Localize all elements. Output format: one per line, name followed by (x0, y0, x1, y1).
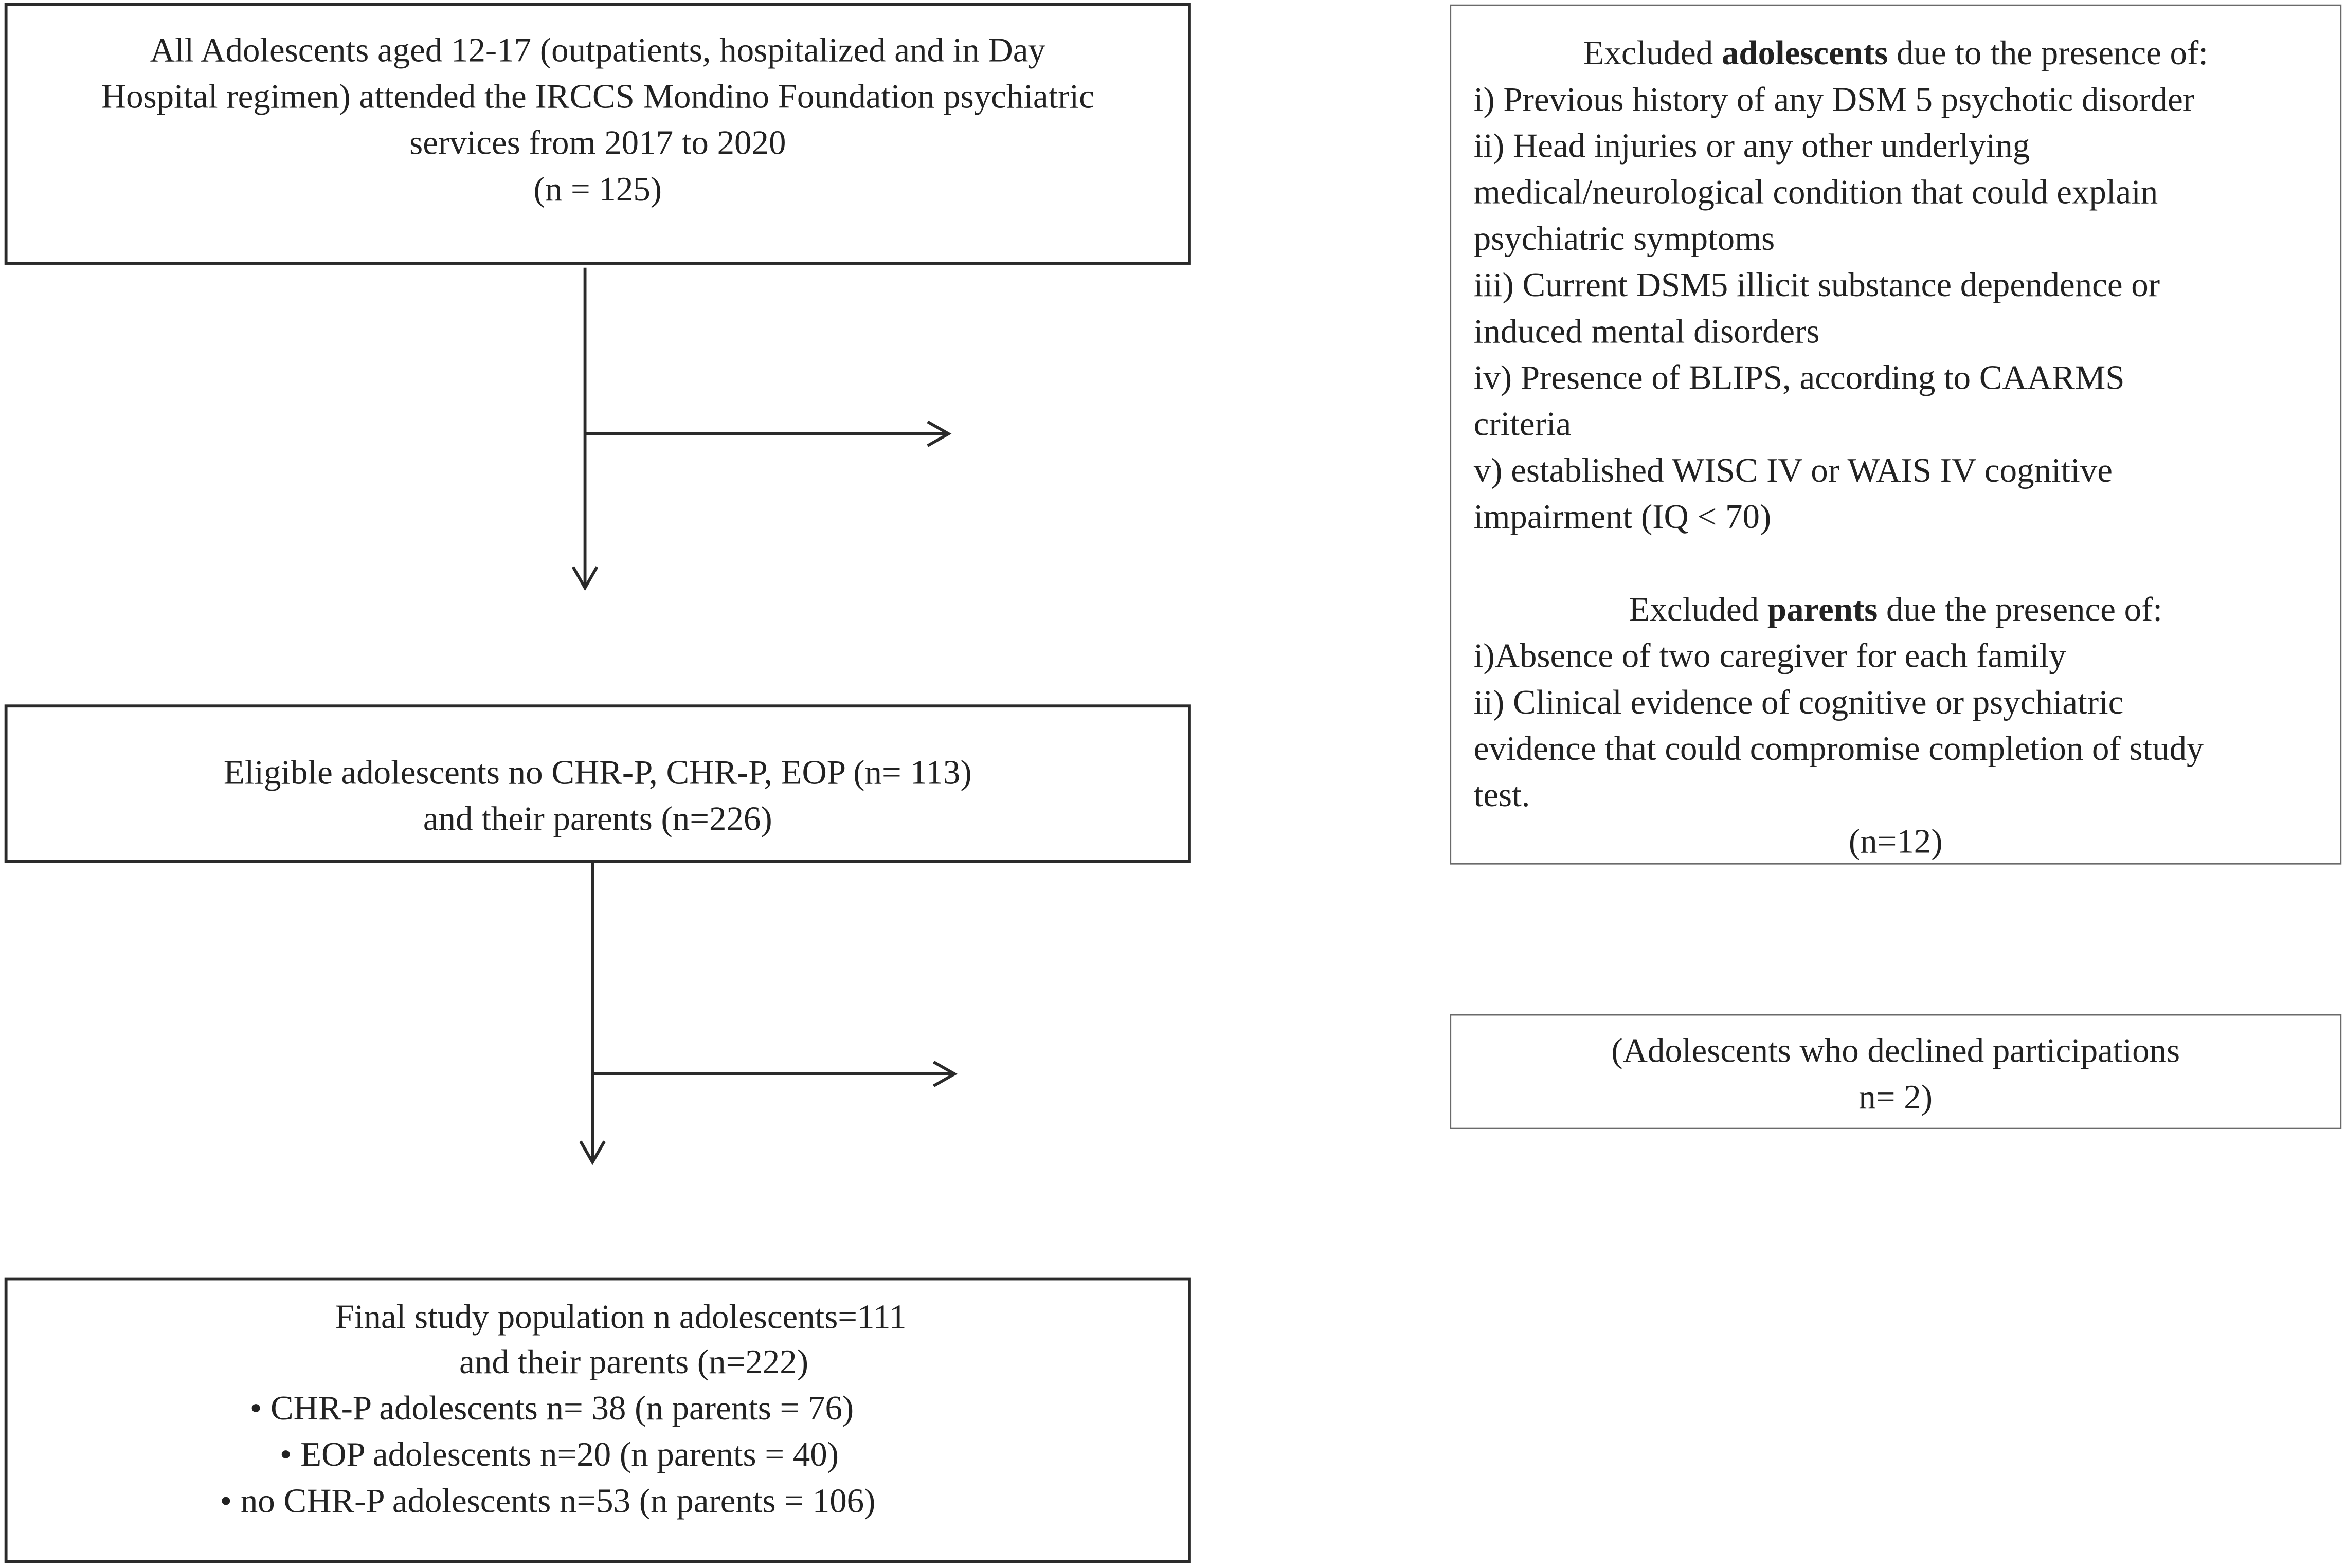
adolescent-criterion-2-cont: medical/neurological condition that coul… (1473, 173, 2158, 211)
arrow-right-2-head (933, 1061, 958, 1087)
arrow-down-1-head (571, 566, 599, 591)
parent-criterion-2-cont: evidence that could compromise completio… (1473, 730, 2204, 768)
eligible-line-2: and their parents (n=226) (423, 800, 772, 838)
excluded-parents-heading: Excluded parents due the presence of: (1629, 591, 2162, 628)
adolescent-criterion-4-cont: criteria (1473, 405, 1572, 443)
parent-criterion-2: ii) Clinical evidence of cognitive or ps… (1473, 683, 2124, 721)
all-adolescents-count: (n = 125) (533, 170, 662, 208)
exclusion-criteria-box: Excluded adolescents due to the presence… (1450, 4, 2342, 865)
bullet-chr-p: • CHR-P adolescents n= 38 (n parents = 7… (249, 1389, 854, 1427)
adolescent-criterion-2: ii) Head injuries or any other underlyin… (1473, 127, 2030, 165)
adolescent-criterion-3-cont: induced mental disorders (1473, 313, 1820, 350)
excluded-count: (n=12) (1848, 823, 1943, 860)
all-adolescents-line-3: services from 2017 to 2020 (409, 124, 786, 162)
excluded-adolescents-heading: Excluded adolescents due to the presence… (1583, 34, 2208, 72)
arrow-down-2-head (579, 1140, 606, 1165)
adolescent-criterion-5-cont: impairment (IQ < 70) (1473, 498, 1772, 536)
final-line-1: Final study population n adolescents=111 (335, 1298, 907, 1336)
bullet-no-chr-p: • no CHR-P adolescents n=53 (n parents =… (220, 1482, 876, 1520)
adolescent-criterion-5: v) established WISC IV or WAIS IV cognit… (1473, 451, 2113, 489)
declined-box: (Adolescents who declined participations… (1450, 1014, 2342, 1129)
all-adolescents-box: All Adolescents aged 12-17 (outpatients,… (4, 3, 1191, 265)
arrow-right-1-head (927, 420, 952, 447)
bullet-eop: • EOP adolescents n=20 (n parents = 40) (280, 1436, 839, 1473)
parent-criterion-2-cont: test. (1473, 776, 1530, 814)
adolescent-criterion-2-cont: psychiatric symptoms (1473, 220, 1775, 258)
all-adolescents-line-1: All Adolescents aged 12-17 (outpatients,… (150, 31, 1045, 69)
eligible-box: Eligible adolescents no CHR-P, CHR-P, EO… (4, 704, 1191, 863)
adolescent-criterion-3: iii) Current DSM5 illicit substance depe… (1473, 266, 2160, 304)
adolescent-criterion-4: iv) Presence of BLIPS, according to CAAR… (1473, 359, 2125, 396)
final-population-box: Final study population n adolescents=111… (4, 1277, 1191, 1563)
final-line-2: and their parents (n=222) (459, 1343, 809, 1381)
all-adolescents-line-2: Hospital regimen) attended the IRCCS Mon… (101, 78, 1094, 116)
eligible-line-1: Eligible adolescents no CHR-P, CHR-P, EO… (223, 754, 972, 792)
declined-line-1: (Adolescents who declined participations (1611, 1032, 2180, 1070)
declined-count: n= 2) (1858, 1078, 1933, 1116)
adolescent-criterion-1: i) Previous history of any DSM 5 psychot… (1473, 81, 2195, 118)
parent-criterion-1: i)Absence of two caregiver for each fami… (1473, 637, 2066, 675)
